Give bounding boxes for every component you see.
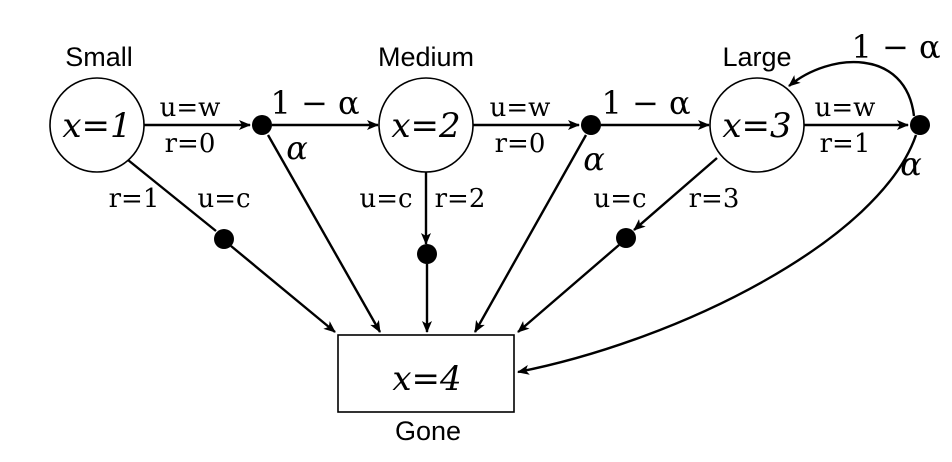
edge-alpha2-gone <box>473 134 588 333</box>
label-small-catch-action: u=c <box>197 184 250 214</box>
chance-node-catch-3 <box>616 228 636 248</box>
edge-catch1-gone <box>230 245 336 333</box>
label-small-wait-reward: r=0 <box>165 129 216 159</box>
label-prob-grow-1: 1 − α <box>270 84 359 122</box>
edge-large-catch <box>633 157 718 231</box>
state-small-label: Small <box>65 42 133 72</box>
state-medium: x=2 Medium <box>378 42 474 173</box>
state-medium-math: x=2 <box>391 106 460 146</box>
state-medium-label: Medium <box>378 42 474 72</box>
label-medium-wait-reward: r=0 <box>495 129 546 159</box>
label-prob-leave-2: α <box>583 140 605 178</box>
state-gone-label: Gone <box>395 416 461 446</box>
edge-labels: u=w r=0 u=w r=0 u=w r=1 r=1 u=c u=c r=2 … <box>109 93 876 214</box>
state-gone: x=4 Gone <box>337 334 515 446</box>
label-large-wait-reward: r=1 <box>820 129 871 159</box>
label-small-wait-action: u=w <box>160 93 221 123</box>
chance-node-catch-1 <box>214 229 234 249</box>
label-prob-grow-2: 1 − α <box>601 84 690 122</box>
edge-catch3-gone <box>517 244 620 333</box>
state-gone-math: x=4 <box>392 359 461 399</box>
chance-node-wait-1 <box>252 115 272 135</box>
label-large-catch-action: u=c <box>593 184 646 214</box>
edge-alpha3-gone <box>517 134 918 375</box>
edge-large-stay <box>788 61 916 117</box>
label-medium-catch-action: u=c <box>359 184 412 214</box>
state-large-math: x=3 <box>722 106 791 146</box>
edge-alpha1-gone <box>266 134 382 333</box>
state-small-math: x=1 <box>62 106 131 146</box>
label-medium-catch-reward: r=2 <box>435 184 486 214</box>
label-large-catch-reward: r=3 <box>689 184 740 214</box>
edge-small-catch <box>127 159 217 232</box>
label-large-wait-action: u=w <box>815 93 876 123</box>
label-prob-leave-3: α <box>900 145 922 183</box>
edges <box>127 61 918 375</box>
label-prob-stay-3: 1 − α <box>851 28 940 66</box>
chance-node-catch-2 <box>417 244 437 264</box>
state-large-label: Large <box>722 42 791 72</box>
label-medium-wait-action: u=w <box>490 93 551 123</box>
state-large: x=3 Large <box>709 42 805 173</box>
label-prob-leave-1: α <box>286 129 308 167</box>
label-small-catch-reward: r=1 <box>109 184 160 214</box>
state-small: x=1 Small <box>49 42 145 173</box>
chance-node-wait-3 <box>910 115 930 135</box>
state-gone-box <box>337 334 515 413</box>
chance-node-wait-2 <box>581 115 601 135</box>
probability-labels: 1 − α 1 − α 1 − α α α α <box>270 28 940 183</box>
